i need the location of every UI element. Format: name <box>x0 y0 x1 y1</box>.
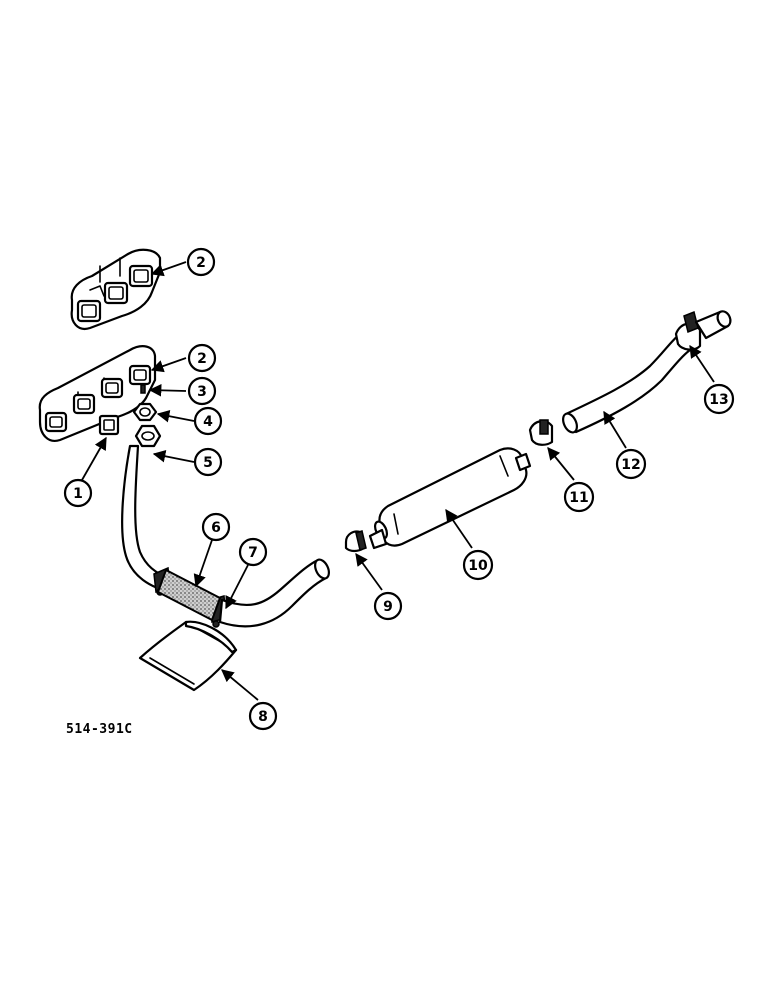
callout-5: 5 <box>193 447 223 477</box>
callout-label: 6 <box>211 520 221 536</box>
stud <box>140 384 146 394</box>
callout-label: 13 <box>709 392 728 408</box>
callout-11: 11 <box>563 481 595 513</box>
heat-shield <box>138 620 238 692</box>
callout-3: 3 <box>187 376 217 406</box>
muffler-clamp-rear <box>528 419 554 446</box>
callout-13: 13 <box>703 383 735 415</box>
callout-label: 2 <box>197 351 207 367</box>
exhaust-down-pipe <box>121 424 174 594</box>
callout-7: 7 <box>238 537 268 567</box>
callout-label: 8 <box>258 709 268 725</box>
tail-pipe <box>562 332 692 434</box>
exhaust-manifold-upper <box>70 248 162 330</box>
exhaust-manifold-lower <box>38 345 157 442</box>
muffler-clamp-front <box>344 530 367 553</box>
callout-12: 12 <box>615 448 647 480</box>
leader-lines <box>81 261 715 701</box>
flange-gasket <box>132 402 158 422</box>
callout-label: 5 <box>203 455 213 471</box>
callout-4: 4 <box>193 406 223 436</box>
intermediate-pipe <box>218 558 330 628</box>
callout-label: 11 <box>569 490 588 506</box>
callout-8: 8 <box>248 701 278 731</box>
callout-10: 10 <box>462 549 494 581</box>
callout-2-lower: 2 <box>187 343 217 373</box>
callout-label: 1 <box>73 486 83 502</box>
muffler <box>368 447 532 550</box>
callout-label: 7 <box>248 545 258 561</box>
callout-label: 2 <box>196 255 206 271</box>
callout-label: 3 <box>197 384 207 400</box>
drawing-reference-code: 514-391C <box>66 722 133 737</box>
manifold-gasket <box>98 414 120 436</box>
callout-9: 9 <box>373 591 403 621</box>
tail-pipe-bracket <box>674 310 732 351</box>
callout-1: 1 <box>63 478 93 508</box>
flexible-pipe <box>156 568 222 622</box>
callout-label: 10 <box>468 558 488 574</box>
callout-label: 4 <box>203 414 213 430</box>
callout-label: 12 <box>621 457 640 473</box>
callout-6: 6 <box>201 512 231 542</box>
callout-2-upper: 2 <box>186 247 216 277</box>
callout-label: 9 <box>383 599 393 615</box>
